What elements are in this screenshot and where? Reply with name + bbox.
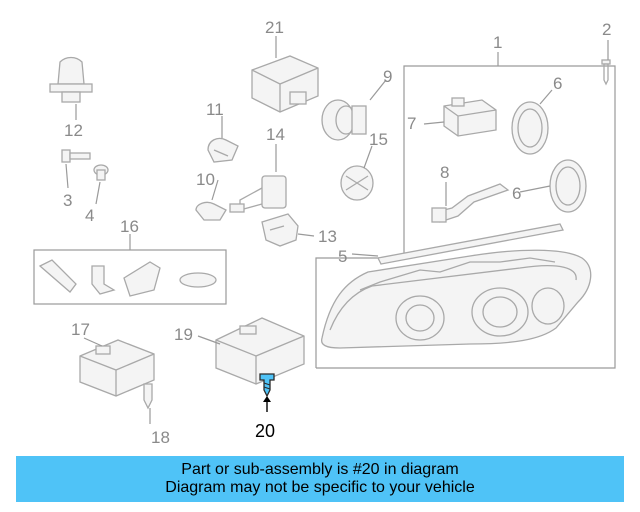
banner-line-1: Part or sub-assembly is #20 in diagram	[181, 461, 459, 478]
callout-2: 2	[602, 20, 611, 39]
bolt-3[interactable]	[61, 149, 91, 163]
callout-21: 21	[265, 18, 284, 37]
dust-cap-ring-upper[interactable]	[511, 101, 549, 155]
callout-10: 10	[196, 170, 215, 189]
screw-18[interactable]	[143, 383, 153, 410]
bulb-11[interactable]	[207, 137, 239, 163]
callout-20: 20	[255, 421, 275, 441]
callout-8: 8	[440, 163, 449, 182]
callout-3: 3	[63, 191, 72, 210]
headlamp-assembly-frame	[315, 52, 616, 369]
callout-12: 12	[64, 121, 83, 140]
callout-1: 1	[493, 33, 502, 52]
callout-5: 5	[338, 247, 347, 266]
callout-14: 14	[266, 125, 285, 144]
callout-7: 7	[407, 114, 416, 133]
bracket-kit-16[interactable]	[33, 234, 227, 305]
cover-cap-15[interactable]	[340, 165, 374, 201]
screw-20[interactable]	[259, 373, 275, 398]
control-module-21[interactable]	[251, 55, 319, 113]
callout-16: 16	[120, 217, 139, 236]
ballast-19[interactable]	[215, 317, 305, 385]
leader-lines	[65, 36, 609, 424]
callout-15: 15	[369, 130, 388, 149]
callout-11: 11	[206, 100, 224, 119]
screw-2[interactable]	[601, 59, 611, 86]
info-banner: Part or sub-assembly is #20 in diagram D…	[16, 456, 624, 502]
leveling-motor[interactable]	[443, 97, 497, 137]
ballast-17[interactable]	[79, 339, 155, 397]
trim-strip[interactable]	[377, 223, 564, 265]
parts-diagram: 1 2 3 4 5 6 6 7 8 9 10 11 12 13 14 15 16…	[33, 18, 616, 447]
bulb-socket-9[interactable]	[321, 99, 367, 141]
callout-9: 9	[383, 67, 392, 86]
bracket-8[interactable]	[431, 183, 510, 223]
headlamp-housing[interactable]	[320, 249, 592, 349]
bulb-10[interactable]	[195, 201, 227, 221]
clip-4[interactable]	[93, 164, 109, 181]
hid-bulb-14[interactable]	[229, 175, 287, 213]
callout-6-upper: 6	[553, 74, 562, 93]
callout-4: 4	[85, 206, 94, 225]
callout-labels: 1 2 3 4 5 6 6 7 8 9 10 11 12 13 14 15 16…	[63, 18, 611, 447]
callout-6-lower: 6	[512, 184, 521, 203]
callout-19: 19	[174, 325, 193, 344]
holder-13[interactable]	[261, 213, 299, 247]
callout-17: 17	[71, 320, 90, 339]
bulb-12[interactable]	[49, 56, 93, 103]
dust-cap-ring-lower[interactable]	[549, 159, 587, 213]
callout-18: 18	[151, 428, 170, 447]
callout-13: 13	[318, 227, 337, 246]
banner-line-2: Diagram may not be specific to your vehi…	[165, 479, 475, 496]
